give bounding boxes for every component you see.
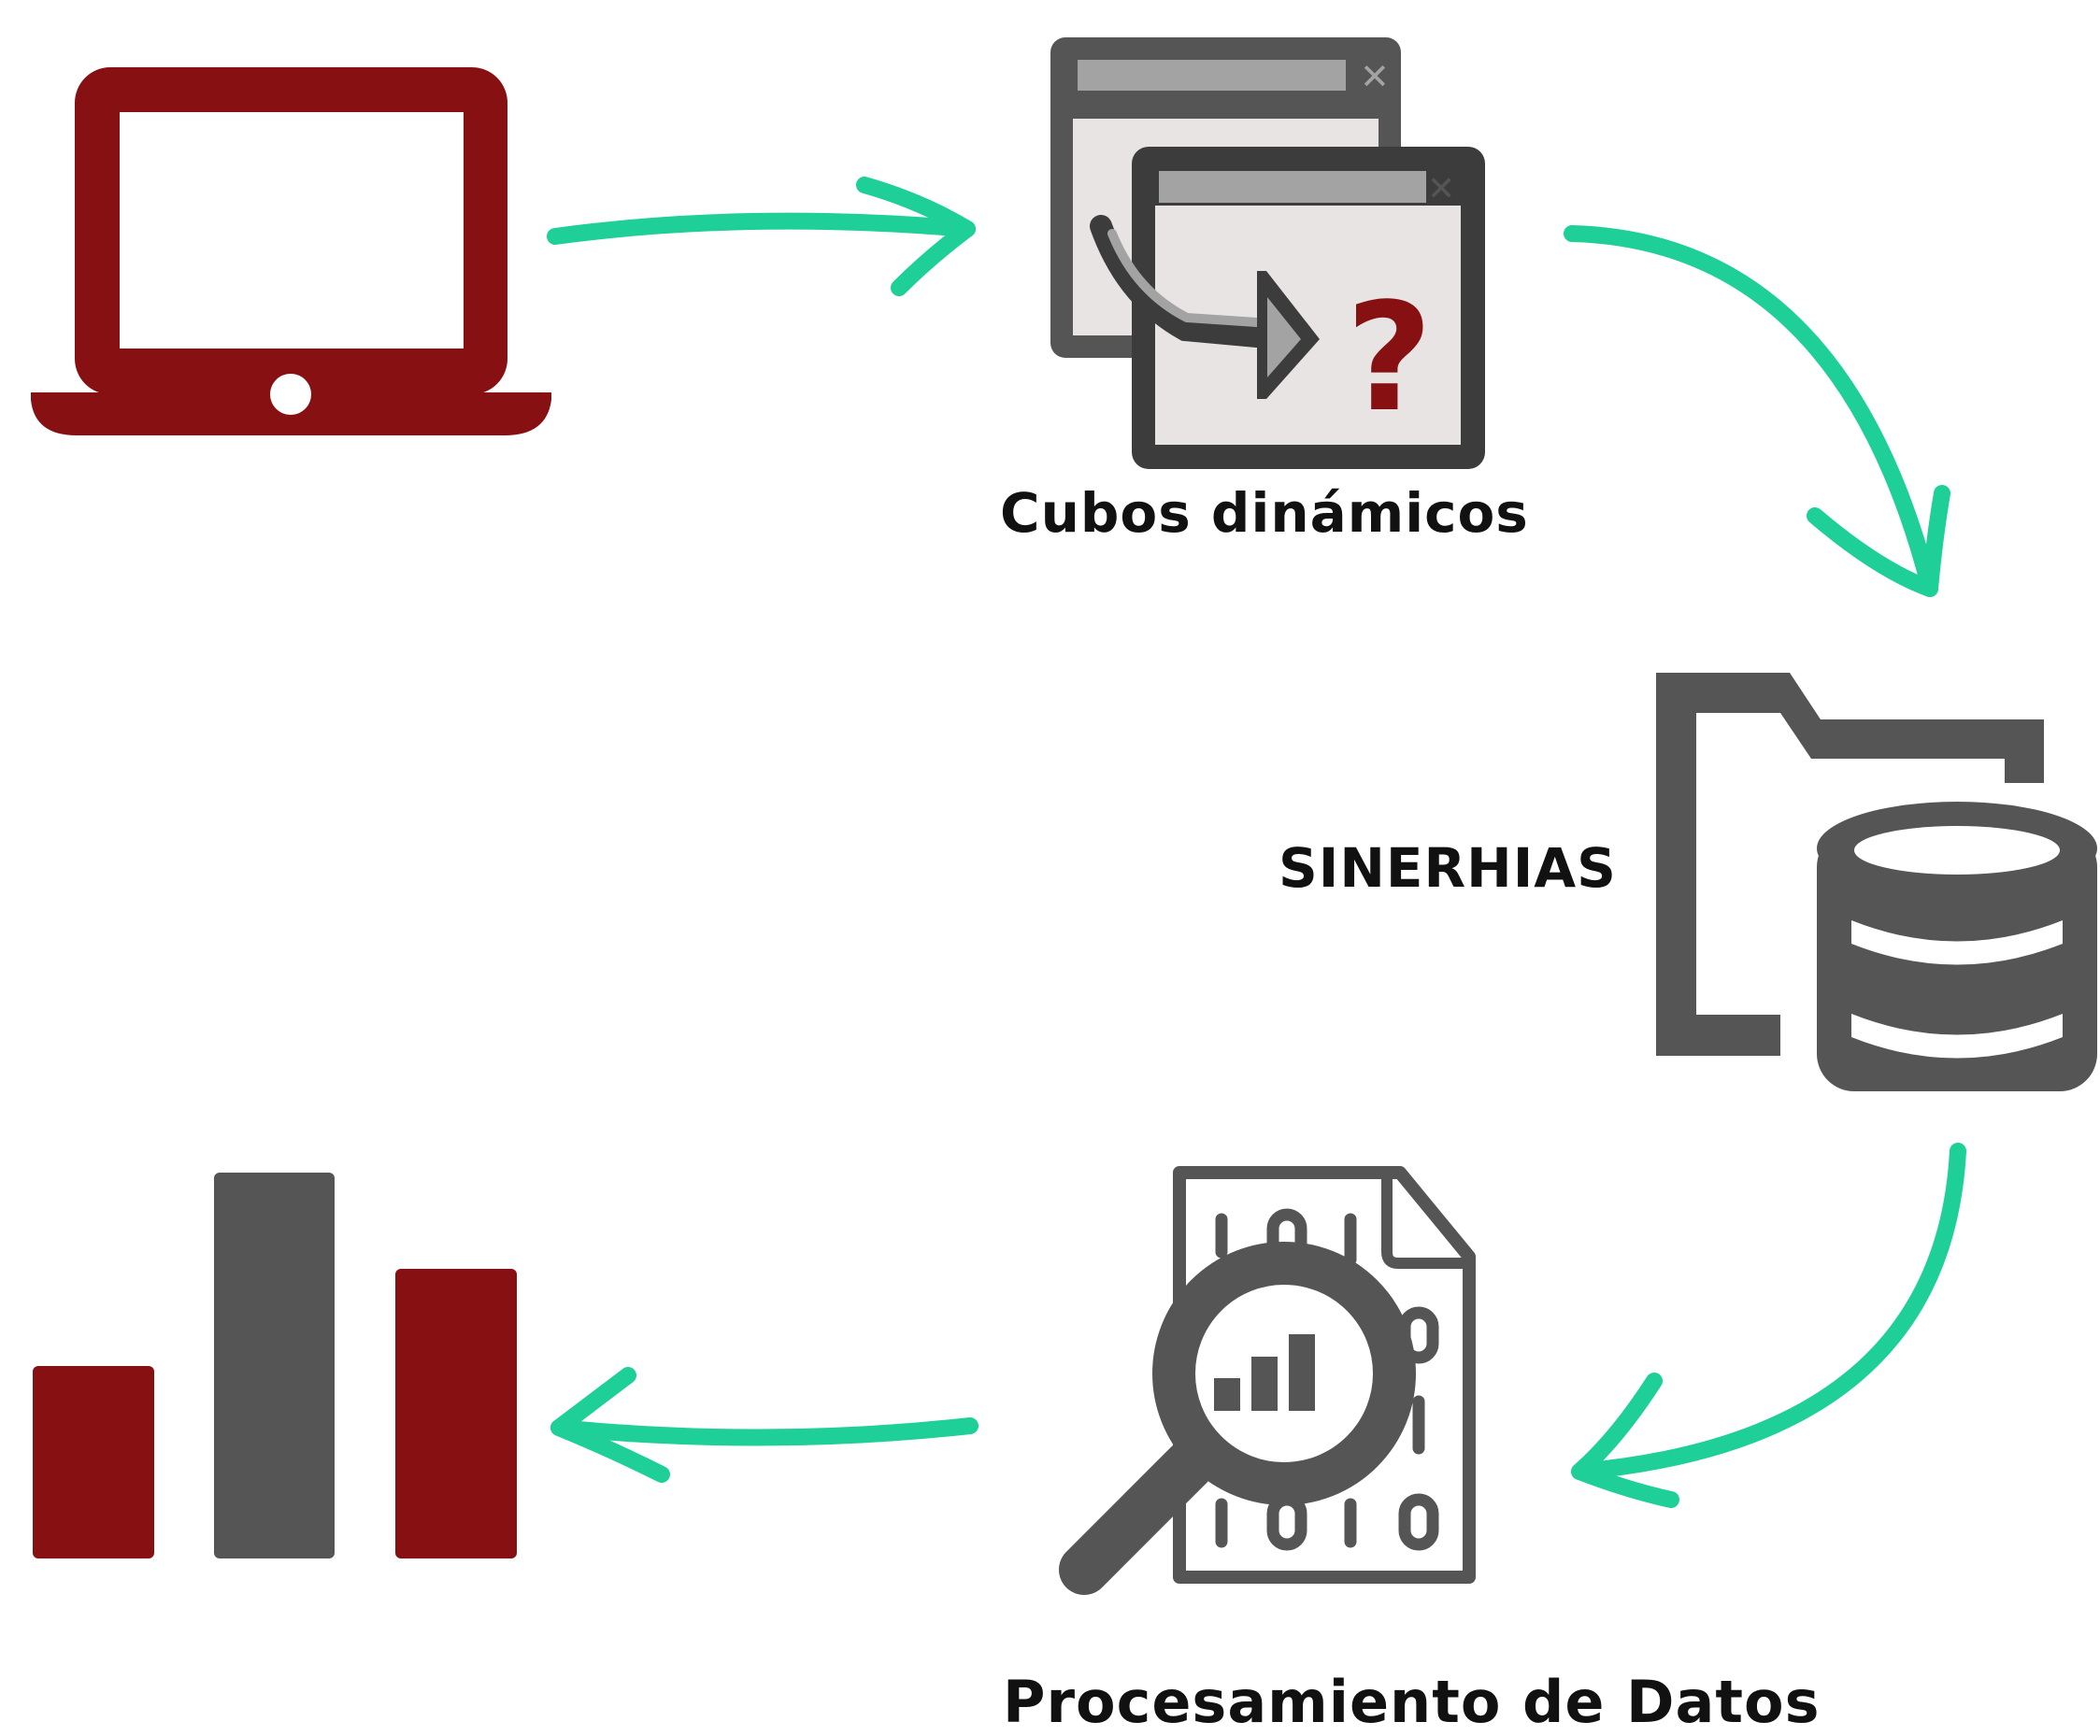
arrow-database-to-processing [1571,1143,1966,1508]
folder-database-icon [1656,673,2097,1091]
flow-arrows [547,177,1966,1508]
laptop-icon [31,67,551,435]
cubes-label: Cubos dinámicos [1000,481,1529,545]
arrow-processing-to-chart [550,1367,979,1483]
svg-text:✕: ✕ [1360,56,1390,97]
arrow-laptop-to-cubes [547,177,976,296]
svg-text:?: ? [1346,270,1433,445]
data-analysis-icon [1059,1166,1476,1595]
database-label: SINERHIAS [1279,836,1617,900]
pivot-windows-icon: ✕ ✕ ? [1050,37,1485,469]
arrow-cubes-to-database [1564,225,1950,597]
svg-text:✕: ✕ [1427,170,1455,208]
bar-chart-icon [33,1173,517,1558]
processing-label: Procesamiento de Datos [1003,1668,1821,1736]
